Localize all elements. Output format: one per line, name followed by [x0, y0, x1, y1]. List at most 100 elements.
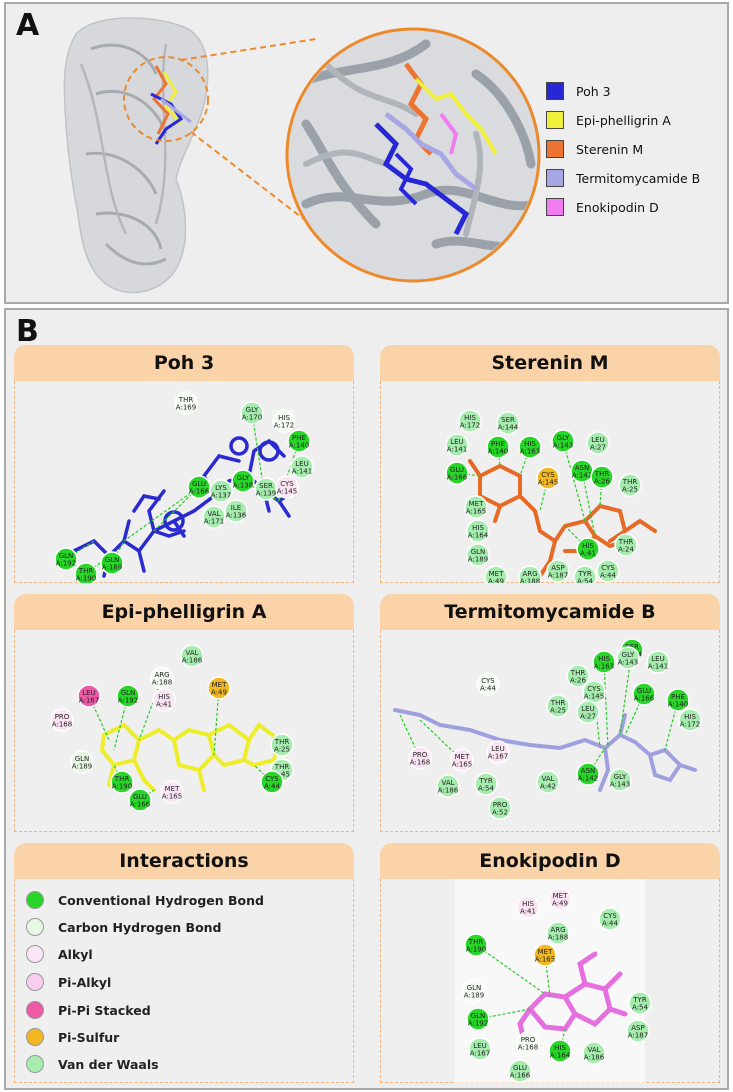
residue-label: A:140: [488, 448, 508, 456]
card-termitomycamide: Termitomycamide B SERA:144HISA:163THRA:2…: [380, 594, 720, 832]
interaction-line: [123, 486, 200, 542]
interaction-label: Pi-Sulfur: [58, 1029, 120, 1045]
residue-label: HIS: [524, 440, 536, 448]
residue-label: A:49: [552, 900, 568, 908]
residue-bubble: [618, 473, 642, 497]
residue-label: A:44: [480, 685, 496, 693]
residue-label: HIS: [464, 414, 476, 422]
residue-label: GLU: [637, 687, 651, 695]
residue-bubble: [582, 1041, 606, 1065]
residue-label: PHE: [671, 693, 685, 701]
residue-bubble: [70, 750, 94, 774]
residue-label: GLN: [467, 984, 482, 992]
residue-label: LEU: [651, 655, 664, 663]
interaction-conventional-hbond: Conventional Hydrogen Bond: [26, 891, 264, 909]
residue-label: MET: [489, 570, 504, 578]
interaction-line: [111, 540, 125, 564]
residue-label: MET: [212, 681, 227, 689]
residue-label: ASP: [551, 564, 564, 572]
residue-label: A:42: [540, 783, 556, 791]
residue-label: A:190: [112, 783, 132, 791]
residue-bubble: [466, 543, 490, 567]
residue-label: ARG: [154, 671, 169, 679]
residue-label: VAL: [207, 510, 220, 518]
residue-bubble: [152, 688, 176, 712]
residue-bubble: [626, 1019, 650, 1043]
residue-bubble: [566, 664, 590, 688]
residue-label: THR: [178, 396, 194, 404]
residue-label: A:25: [274, 746, 290, 754]
residue-label: A:145: [277, 488, 297, 496]
card-title: Enokipodin D: [380, 843, 720, 879]
residue-label: GLY: [622, 651, 635, 659]
residue-label: GLN: [59, 552, 74, 560]
residue-label: A:138: [233, 482, 253, 490]
residue-bubble: [128, 788, 152, 812]
residue-label: VAL: [441, 779, 454, 787]
ligand-cluster-small: [150, 65, 192, 145]
protein-structure-graphic: [63, 17, 541, 294]
residue-label: MET: [455, 753, 470, 761]
residue-label: A:141: [447, 446, 467, 454]
residue-label: LEU: [581, 705, 594, 713]
residue-label: A:189: [468, 556, 488, 564]
residue-label: A:27: [590, 444, 606, 452]
residue-label: THR: [550, 699, 566, 707]
residue-bubble: [666, 688, 690, 712]
residue-label: A:24: [618, 546, 634, 554]
residue-label: A:139: [256, 490, 276, 498]
residue-label: GLU: [450, 466, 464, 474]
card-title: Termitomycamide B: [380, 594, 720, 630]
interaction-line: [253, 764, 273, 783]
interaction-label: Pi-Alkyl: [58, 974, 112, 990]
interaction-label: Alkyl: [58, 946, 93, 962]
residue-label: VAL: [541, 775, 554, 783]
residue-bubble: [174, 391, 198, 415]
residue-label: A:141: [292, 468, 312, 476]
residue-label: A:141: [648, 663, 668, 671]
residue-bubble: [586, 431, 610, 455]
residue-label: MET: [165, 785, 180, 793]
residue-label: THR: [468, 938, 484, 946]
residue-label: ASP: [631, 1024, 644, 1032]
card-title: Poh 3: [14, 345, 354, 381]
residue-label: THR: [622, 478, 638, 486]
residue-label: MET: [538, 948, 553, 956]
interaction-line: [113, 764, 123, 783]
residue-label: A:166: [447, 474, 468, 482]
residue-bubble: [536, 466, 560, 490]
residue-label: A:187: [628, 1032, 648, 1040]
residue-label: A:186: [438, 787, 459, 795]
residue-label: ASN: [575, 464, 589, 472]
interaction-color-dot: [26, 945, 44, 963]
legend-label: Sterenin M: [576, 141, 644, 157]
residue-bubble: [576, 537, 600, 561]
legend-label: Enokipodin D: [576, 199, 659, 215]
interaction-pi-sulfur: Pi-Sulfur: [26, 1028, 119, 1046]
residue-bubble: [546, 921, 570, 945]
